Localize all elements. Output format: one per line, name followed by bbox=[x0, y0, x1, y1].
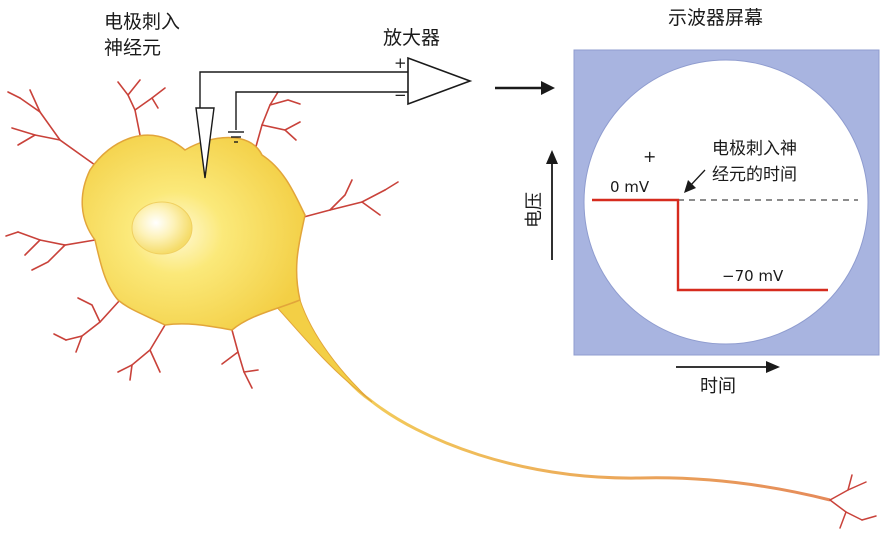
amplifier-triangle-icon bbox=[407, 56, 473, 106]
ground-wire bbox=[235, 91, 408, 130]
electrode-tip bbox=[195, 107, 215, 179]
time-axis: 时间 bbox=[676, 361, 780, 397]
zero-mv-label: 0 mV bbox=[610, 178, 650, 196]
electrode bbox=[195, 71, 408, 179]
electrode-label-line1: 电极刺入 bbox=[104, 11, 180, 33]
screen-display bbox=[583, 59, 869, 345]
minus-70-mv-label: −70 mV bbox=[722, 267, 784, 285]
axon-cone bbox=[266, 297, 373, 403]
signal-arrow-icon bbox=[495, 81, 555, 95]
amplifier-plus-label: + bbox=[394, 54, 407, 72]
oscilloscope-label: 示波器屏幕 bbox=[668, 7, 763, 29]
plus-sign-label: + bbox=[643, 147, 656, 166]
voltage-axis: 电压 bbox=[524, 150, 558, 260]
amplifier: 放大器 + − bbox=[383, 27, 473, 106]
annotation-arrow-icon bbox=[684, 169, 706, 193]
oscilloscope-screen: + 0 mV −70 mV 电极刺入神 经元的时间 示波器屏幕 bbox=[573, 7, 880, 356]
amplifier-label: 放大器 bbox=[383, 27, 440, 49]
amplifier-minus-label: − bbox=[394, 86, 407, 104]
electrode-label-line2: 神经元 bbox=[104, 37, 161, 59]
voltage-axis-label: 电压 bbox=[524, 192, 545, 228]
nucleus bbox=[131, 201, 193, 255]
annotation-label-line2: 经元的时间 bbox=[712, 165, 797, 185]
electrode-wire bbox=[199, 71, 408, 108]
ground-icon bbox=[228, 131, 244, 143]
soma bbox=[81, 134, 306, 331]
axon-terminals bbox=[829, 474, 877, 529]
annotation-label-line1: 电极刺入神 bbox=[712, 139, 797, 159]
time-axis-label: 时间 bbox=[700, 376, 736, 397]
membrane-potential-trace bbox=[592, 198, 828, 292]
dendrites bbox=[5, 79, 399, 389]
